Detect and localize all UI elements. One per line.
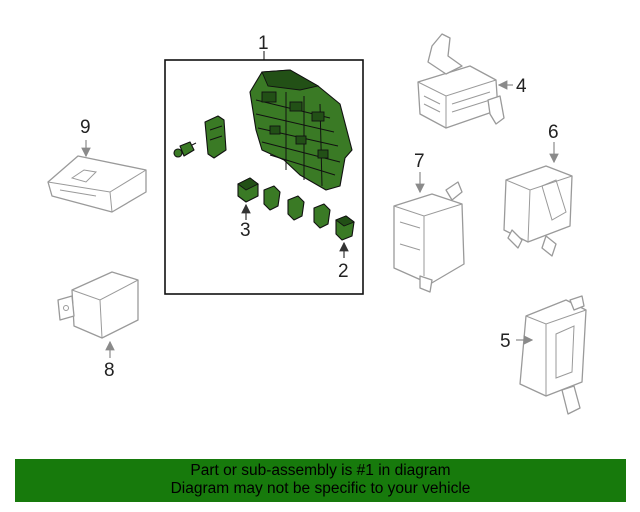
module-part-8[interactable] — [57, 271, 139, 339]
module-part-6[interactable] — [503, 165, 573, 257]
footer-banner: Part or sub-assembly is #1 in diagram Di… — [15, 459, 626, 502]
footer-line-1: Part or sub-assembly is #1 in diagram — [190, 462, 451, 479]
fuse-box-bracket[interactable] — [204, 115, 227, 159]
relay-small-c[interactable] — [313, 203, 331, 229]
callout-3-label: 3 — [240, 220, 251, 241]
relay-small-a[interactable] — [263, 185, 281, 211]
module-part-5[interactable] — [519, 295, 587, 415]
callout-5-label: 5 — [500, 331, 511, 352]
module-part-9[interactable] — [47, 155, 147, 213]
callout-2-label: 2 — [338, 261, 349, 282]
callout-4-label: 4 — [516, 76, 527, 97]
callout-7-label: 7 — [414, 151, 425, 172]
fuse-box-part-1[interactable] — [249, 69, 353, 191]
footer-line-2: Diagram may not be specific to your vehi… — [170, 480, 471, 497]
module-part-7[interactable] — [393, 181, 465, 293]
callout-1-label: 1 — [258, 33, 269, 54]
relay-small-b[interactable] — [287, 195, 305, 221]
module-part-4[interactable] — [417, 33, 505, 129]
callout-8-label: 8 — [104, 360, 115, 381]
relay-part-2[interactable] — [335, 215, 355, 241]
relay-part-3[interactable] — [237, 177, 259, 203]
callout-6-label: 6 — [548, 122, 559, 143]
fuse-box-screw[interactable] — [173, 141, 197, 158]
callout-9-label: 9 — [80, 117, 91, 138]
